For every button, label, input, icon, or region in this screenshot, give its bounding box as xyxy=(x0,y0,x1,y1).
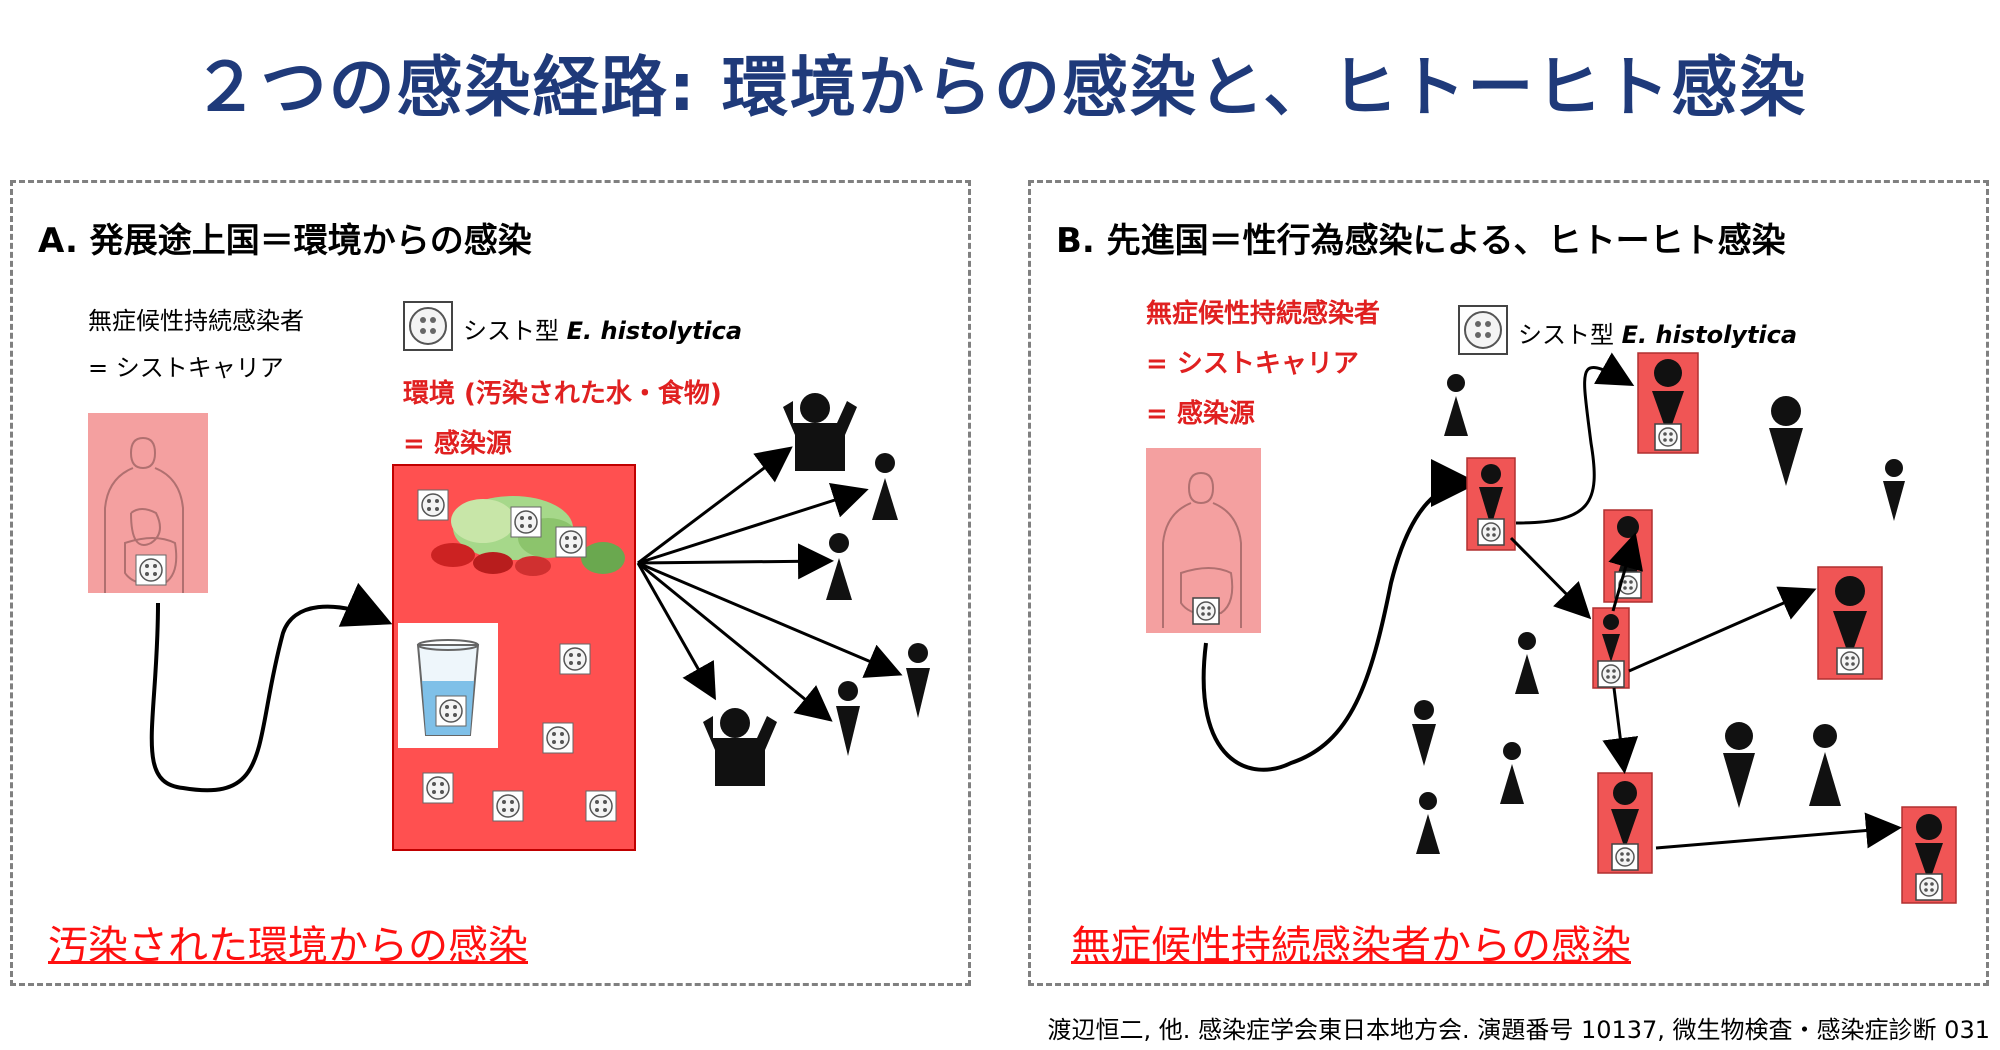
transmission-arrow xyxy=(637,561,833,722)
panel-b-heading: B. 先進国＝性行為感染による、ヒトーヒト感染 xyxy=(1056,221,1786,261)
panel-a-environmental: A. 発展途上国＝環境からの感染 無症候性持続感染者 = シストキャリア シスト… xyxy=(10,180,971,986)
infected-person-icon xyxy=(1597,772,1653,874)
cyst-legend-icon xyxy=(403,301,453,351)
environment-box xyxy=(392,464,636,851)
salad-icon xyxy=(431,496,625,576)
person-icon xyxy=(1416,792,1440,854)
transmission-arrow xyxy=(637,561,903,678)
person-icon xyxy=(906,643,930,718)
carrier-to-environment-arrow xyxy=(149,582,393,793)
panel-b-infection-source-label: = 感染源 xyxy=(1146,399,1255,429)
cyst-icon xyxy=(559,643,591,675)
transmission-arrow xyxy=(636,562,716,701)
panel-a-carrier-label: 無症候性持続感染者 xyxy=(88,307,304,335)
cyst-icon xyxy=(555,526,587,558)
infected-person-icon xyxy=(1901,806,1957,904)
panel-a-carrier-sublabel: = シストキャリア xyxy=(88,354,284,382)
cyst-legend-prefix: シスト型 xyxy=(1518,321,1614,349)
infected-person-icon xyxy=(1637,352,1699,454)
person-icon xyxy=(1515,632,1539,694)
panel-a-infection-source-label: = 感染源 xyxy=(403,429,512,459)
person-icon xyxy=(1809,724,1841,806)
cyst-icon xyxy=(417,489,449,521)
infected-person-icon xyxy=(1592,607,1630,689)
infected-person-icon xyxy=(1817,566,1883,680)
panel-a-environment-label: 環境 (汚染された水・食物) xyxy=(403,379,722,409)
transmission-arrow xyxy=(1509,536,1592,620)
transmission-arrow xyxy=(1608,532,1644,612)
transmission-arrow xyxy=(1515,352,1635,525)
transmission-arrow xyxy=(1602,687,1639,774)
transmission-arrow xyxy=(637,446,793,565)
transmission-arrow xyxy=(637,543,834,580)
person-icon xyxy=(1444,374,1468,436)
cyst-icon xyxy=(492,790,524,822)
person-icon xyxy=(1883,459,1905,521)
panel-b-person-to-person: B. 先進国＝性行為感染による、ヒトーヒト感染 無症候性持続感染者 = シストキ… xyxy=(1028,180,1989,986)
cyst-icon xyxy=(585,790,617,822)
panel-b-summary: 無症候性持続感染者からの感染 xyxy=(1071,923,1631,969)
carrier-body-icon xyxy=(88,413,208,593)
transmission-arrow xyxy=(1655,812,1902,850)
cyst-legend-prefix: シスト型 xyxy=(463,317,559,345)
transmission-arrow xyxy=(1628,586,1817,673)
carrier-to-person-arrow xyxy=(1201,459,1479,772)
carrier-body-icon xyxy=(1146,448,1261,633)
panel-a-diagram xyxy=(88,393,930,851)
person-icon xyxy=(826,533,852,600)
panel-b-diagram xyxy=(1146,352,1957,904)
child-icon xyxy=(703,708,777,786)
cyst-icon xyxy=(542,722,574,754)
person-icon xyxy=(872,453,898,520)
panel-b-carrier-label: 無症候性持続感染者 xyxy=(1146,299,1381,329)
panel-a-heading: A. 発展途上国＝環境からの感染 xyxy=(38,221,532,261)
panel-a-summary: 汚染された環境からの感染 xyxy=(48,923,528,969)
person-icon xyxy=(1723,722,1755,808)
person-icon xyxy=(836,681,860,756)
person-icon xyxy=(1412,700,1436,766)
infected-person-icon xyxy=(1466,457,1516,551)
panel-a-cyst-legend: シスト型 E. histolytica xyxy=(403,301,742,355)
cyst-legend-species: E. histolytica xyxy=(1621,321,1798,349)
cyst-legend-species: E. histolytica xyxy=(566,317,743,345)
citation: 渡辺恒二, 他. 感染症学会東日本地方会. 演題番号 10137, 微生物検査・… xyxy=(1047,1016,1990,1044)
cyst-icon xyxy=(422,772,454,804)
person-icon xyxy=(1500,742,1524,804)
child-icon xyxy=(783,393,857,471)
transmission-arrow xyxy=(637,482,869,565)
panel-b-carrier-sublabel: = シストキャリア xyxy=(1146,349,1359,379)
cyst-legend-icon xyxy=(1458,305,1508,355)
panel-b-cyst-legend: シスト型 E. histolytica xyxy=(1458,305,1797,359)
cyst-icon xyxy=(435,695,467,727)
cyst-icon xyxy=(510,506,542,538)
page-title: ２つの感染経路: 環境からの感染と、ヒトーヒト感染 xyxy=(192,49,1808,126)
person-icon xyxy=(1769,396,1803,486)
water-glass-icon xyxy=(398,623,498,748)
